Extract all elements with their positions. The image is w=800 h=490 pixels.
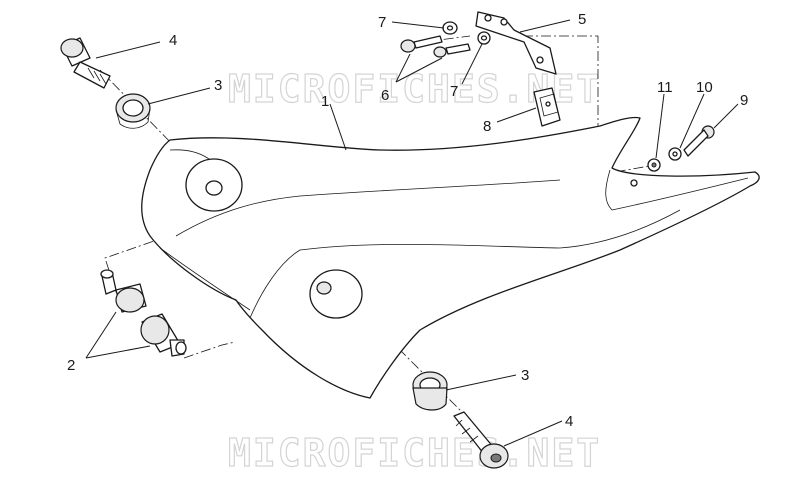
callout-4-lower: 4 — [565, 413, 573, 430]
callout-labels: 1 2 3 3 4 4 5 6 7 7 8 9 10 11 — [67, 11, 748, 430]
callout-9: 9 — [740, 92, 748, 109]
grommet-upper — [115, 93, 151, 129]
callout-2: 2 — [67, 357, 75, 374]
screws — [400, 35, 471, 58]
mounting-bracket — [475, 11, 557, 75]
washer-rear — [668, 147, 682, 161]
callout-7-right: 7 — [450, 83, 458, 100]
callout-3-lower: 3 — [521, 367, 529, 384]
callout-6: 6 — [381, 87, 389, 104]
callout-3-upper: 3 — [214, 77, 222, 94]
side-fairing-panel — [141, 116, 760, 399]
callout-10: 10 — [696, 79, 713, 96]
washers — [442, 21, 491, 45]
washer-rear-small — [647, 158, 661, 172]
grommet-lower — [412, 371, 448, 411]
callout-1: 1 — [321, 93, 329, 110]
watermark-bottom: MICROFICHES.NET — [228, 431, 601, 475]
speed-clip — [533, 87, 561, 127]
screw-rear — [683, 125, 715, 157]
callout-8: 8 — [483, 118, 491, 135]
callout-11: 11 — [657, 79, 673, 96]
leader-lines — [85, 19, 739, 447]
bolt-upper — [60, 37, 111, 89]
bolt-lower — [453, 411, 509, 469]
callout-4-upper: 4 — [169, 32, 177, 49]
callout-7-left: 7 — [378, 14, 386, 31]
callout-5: 5 — [578, 11, 586, 28]
rubber-grommets — [100, 269, 187, 357]
